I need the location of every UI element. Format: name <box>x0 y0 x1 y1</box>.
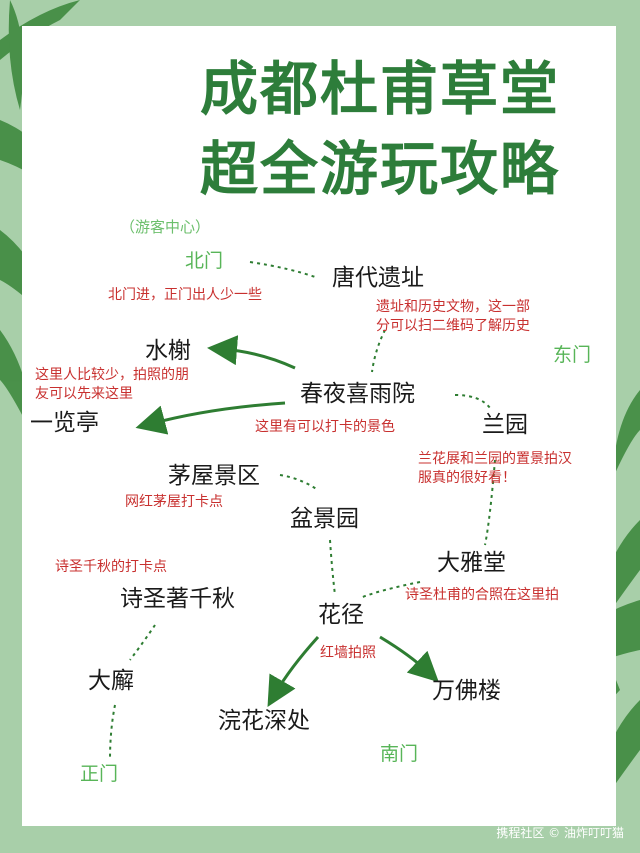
note-pavilion-line2: 友可以先来这里 <box>35 385 133 402</box>
note-north-entry: 北门进，正门出人少一些 <box>108 287 262 303</box>
note-spring-rain: 这里有可以打卡的景色 <box>255 419 395 435</box>
arrow-to-water-pavilion <box>207 335 296 370</box>
node-washing-flower: 浣花深处 <box>218 708 310 734</box>
arrow-to-overview-pavilion <box>135 401 286 435</box>
gate-main: 正门 <box>80 763 119 785</box>
connector-ruins-spring <box>371 329 386 373</box>
connector-bonsai-path <box>329 539 336 596</box>
note-flower-path: 红墙拍照 <box>320 645 376 661</box>
arrow-to-wanfo-tower <box>379 635 439 683</box>
node-bonsai-garden: 盆景园 <box>290 506 359 532</box>
arrow-to-washing-flower <box>267 635 320 707</box>
content-card <box>22 26 616 826</box>
connector-north-ruins <box>249 261 319 279</box>
note-ruins-line1: 遗址和历史文物，这一部 <box>376 299 530 315</box>
node-poet-sage: 诗圣著千秋 <box>120 586 235 612</box>
node-flower-path: 花径 <box>318 602 364 628</box>
node-spring-rain-courtyard: 春夜喜雨院 <box>300 381 415 407</box>
title-line1: 成都杜甫草堂 <box>199 55 560 123</box>
node-great-corridor: 大廨 <box>88 668 134 694</box>
connector-poet-corridor <box>129 624 156 661</box>
node-thatched-cottage: 茅屋景区 <box>168 463 260 489</box>
title-line2: 超全游玩攻略 <box>199 135 560 203</box>
note-ruins: 遗址和历史文物，这一部 分可以扫二维码了解历史 <box>376 298 530 336</box>
node-wanfo-tower: 万佛楼 <box>432 678 501 704</box>
node-tang-ruins: 唐代遗址 <box>332 265 424 291</box>
connector-cottage-bonsai <box>279 474 319 491</box>
gate-south: 南门 <box>380 743 419 765</box>
note-ruins-line2: 分可以扫二维码了解历史 <box>376 317 530 334</box>
node-water-pavilion: 水榭 <box>145 338 191 364</box>
note-pavilion-line1: 这里人比较少，拍照的朋 <box>35 367 189 383</box>
connector-spring-orchid <box>454 394 491 409</box>
gate-east: 东门 <box>553 344 592 366</box>
note-cottage: 网红茅屋打卡点 <box>125 494 223 510</box>
node-orchid-garden: 兰园 <box>482 412 528 438</box>
note-poet: 诗圣千秋的打卡点 <box>55 559 167 575</box>
note-orchid-line1: 兰花展和兰园的置景拍汉 <box>418 451 572 467</box>
note-orchid: 兰花展和兰园的置景拍汉 服真的很好看！ <box>418 450 572 488</box>
note-orchid-line2: 服真的很好看！ <box>418 469 516 486</box>
watermark: 携程社区 © 油炸叮叮猫 <box>496 826 624 840</box>
note-pavilion: 这里人比较少，拍照的朋 友可以先来这里 <box>35 366 189 404</box>
gate-north: 北门 <box>185 250 224 272</box>
node-daya-hall: 大雅堂 <box>437 550 506 576</box>
visitor-center-label: （游客中心） <box>120 218 211 236</box>
node-overview-pavilion: 一览亭 <box>30 410 99 436</box>
connector-corridor-gate <box>109 704 116 761</box>
connector-daya-path <box>359 581 421 599</box>
connector-orchid-daya <box>484 459 496 546</box>
note-daya-hall: 诗圣杜甫的合照在这里拍 <box>405 587 559 603</box>
